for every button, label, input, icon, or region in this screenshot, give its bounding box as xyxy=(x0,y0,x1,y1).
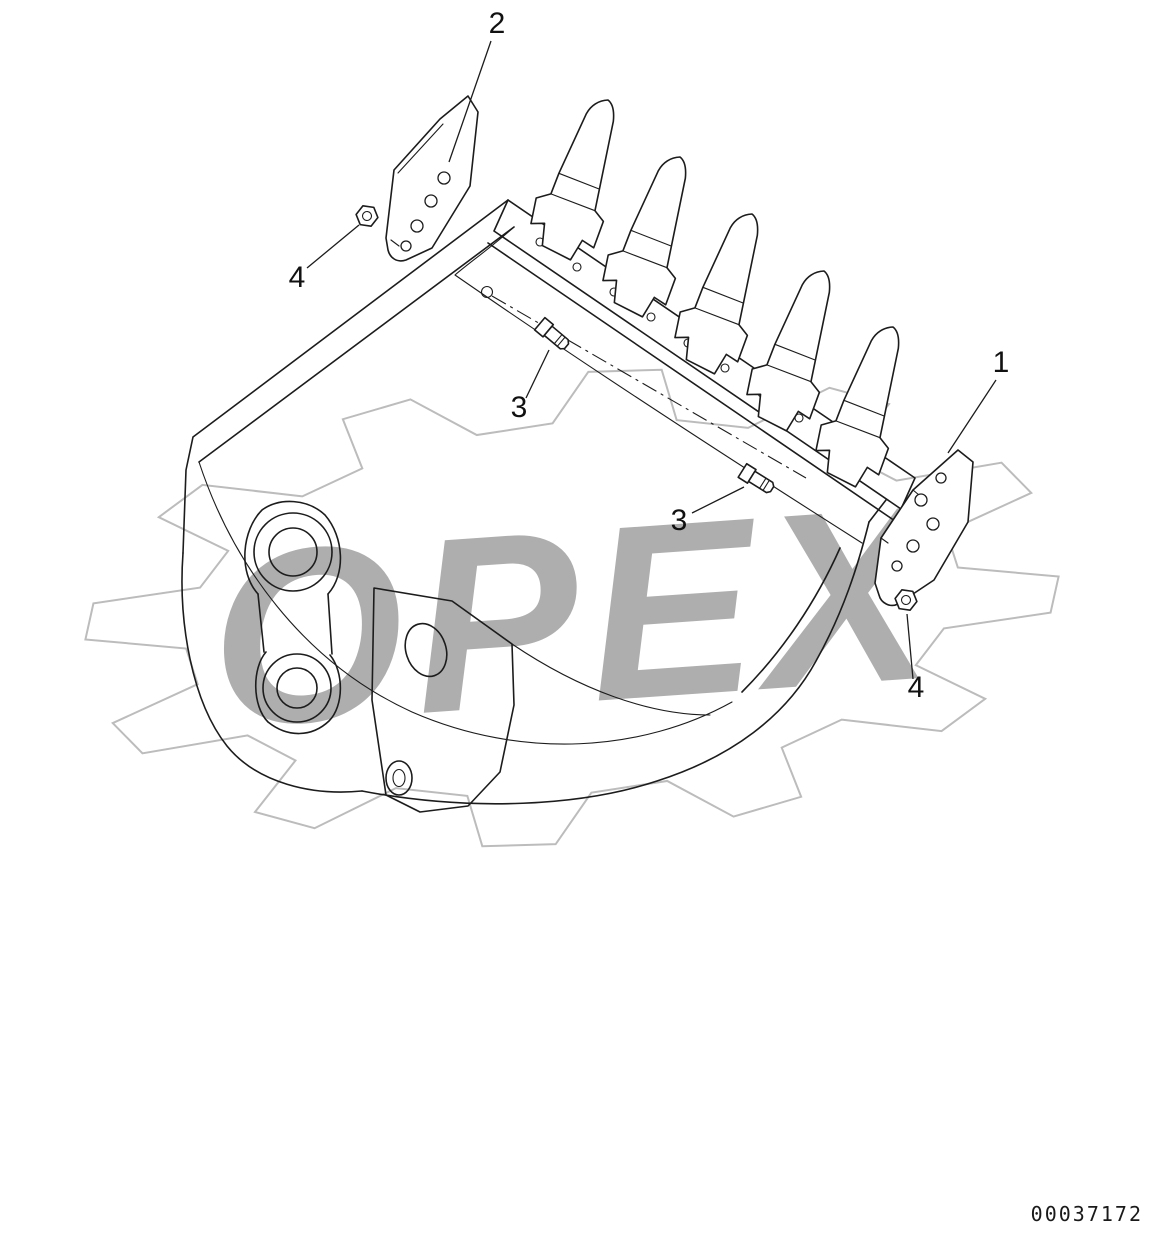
leader-line-bolt-upper xyxy=(525,349,550,399)
leader-line-nut-left xyxy=(306,224,360,269)
bracket-plate xyxy=(371,587,711,813)
pivot-boss-upper xyxy=(244,500,342,595)
bucket-right-edge xyxy=(741,499,887,693)
gear-outline xyxy=(63,325,1081,891)
watermark: OPEX xyxy=(63,325,1081,891)
part-number: 00037172 xyxy=(1031,1202,1143,1226)
leader-line-bolt-lower xyxy=(691,486,745,514)
callout-side-cutter-left: 2 xyxy=(489,7,506,40)
side-cutter-right xyxy=(874,449,974,607)
side-cutter-left xyxy=(385,95,479,262)
leader-line-nut-right xyxy=(906,613,914,680)
nut-left xyxy=(353,204,381,228)
callout-nut-left: 4 xyxy=(289,261,306,294)
bucket-left-wall-edge xyxy=(182,199,515,554)
leader-line-side-cutter-right xyxy=(947,379,997,454)
watermark-text: OPEX xyxy=(201,452,950,780)
callout-bolt-upper: 3 xyxy=(511,391,528,424)
callout-bolt-lower: 3 xyxy=(671,504,688,537)
bucket-tooth xyxy=(665,201,781,381)
bucket-tooth xyxy=(521,87,637,267)
bucket-belly-left xyxy=(181,552,363,793)
pivot-boss-lower xyxy=(254,593,342,735)
leader-line-side-cutter-left xyxy=(448,40,492,163)
bucket-inner-floor-edge xyxy=(454,226,863,544)
side-bolt-hole xyxy=(480,285,494,299)
callout-side-cutter-right: 1 xyxy=(993,346,1010,379)
callouts: 2 4 3 3 1 4 xyxy=(289,7,1010,704)
callout-nut-right: 4 xyxy=(908,671,925,704)
bolt-upper xyxy=(533,316,573,354)
bucket-tooth xyxy=(593,144,709,324)
bucket-belly-right xyxy=(361,521,870,805)
bucket-body xyxy=(181,87,922,813)
bucket-inner-wall xyxy=(198,461,733,745)
